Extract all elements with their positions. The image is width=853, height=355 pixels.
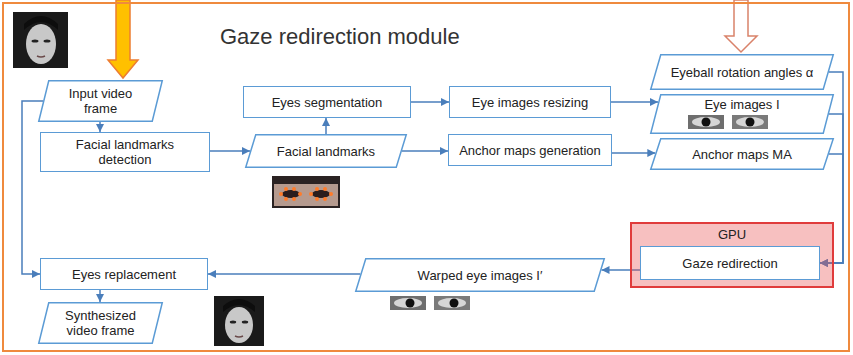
node-label: Eyes segmentation: [264, 95, 391, 110]
connector: [99, 122, 101, 132]
process-box: Eye images resizing: [449, 86, 611, 118]
parallelogram-shape: [651, 139, 834, 170]
parallelogram-shape: [39, 81, 163, 122]
node-label: Facial landmarks detection: [41, 137, 209, 167]
connector: [99, 290, 101, 302]
connector: [325, 118, 327, 134]
face-image: [214, 296, 264, 346]
process-box: Facial landmarks detection: [40, 132, 210, 172]
face-image: [13, 12, 68, 68]
node-label: Input video frame: [38, 86, 163, 116]
node-label: Facial landmarks: [259, 144, 393, 159]
process-box: Eyes segmentation: [243, 86, 411, 118]
parallelogram-shape: [651, 55, 834, 90]
process-box: Eyes replacement: [40, 258, 208, 290]
parallelogram-shape: [39, 303, 163, 344]
gpu-group: GPU Gaze redirection: [630, 222, 834, 288]
node-label: Eyes replacement: [64, 267, 184, 282]
landmarks-image: [272, 176, 340, 208]
parallelogram-shape: [651, 95, 834, 134]
node-label: Anchor maps MA: [674, 147, 810, 162]
connector: [402, 150, 448, 152]
process-box: Gaze redirection: [640, 246, 820, 280]
data-box: Facial landmarks: [245, 134, 407, 168]
process-box: Anchor maps generation: [448, 134, 612, 166]
eye-image: [688, 115, 768, 129]
data-box: Eye images I: [650, 94, 834, 134]
connector: [208, 273, 360, 275]
input-arrow: [108, 0, 138, 78]
node-label: Synthesized video frame: [38, 308, 163, 338]
connector: [612, 152, 655, 154]
node-label: Warped eye images I′: [400, 268, 561, 283]
parallelogram-shape: [246, 135, 407, 168]
data-box: Warped eye images I′: [355, 258, 605, 292]
connector: [611, 101, 658, 103]
module-title: Gaze redirection module: [220, 24, 460, 50]
node-label: Eye images I: [686, 94, 797, 112]
node-label: Anchor maps generation: [451, 143, 609, 158]
data-box: Input video frame: [38, 80, 163, 122]
data-box: Anchor maps MA: [650, 138, 834, 170]
connector: [22, 101, 43, 274]
node-label: Eye images resizing: [464, 95, 596, 110]
parallelogram-shape: [356, 259, 605, 292]
node-label: Gaze redirection: [674, 256, 785, 271]
data-box: Eyeball rotation angles α: [650, 54, 834, 90]
connector: [210, 150, 250, 152]
input-arrow: [725, 0, 757, 52]
group-label: GPU: [632, 227, 832, 243]
connector: [411, 101, 449, 103]
data-box: Synthesized video frame: [38, 302, 163, 344]
eye-image: [390, 296, 470, 310]
node-label: Eyeball rotation angles α: [653, 65, 832, 80]
